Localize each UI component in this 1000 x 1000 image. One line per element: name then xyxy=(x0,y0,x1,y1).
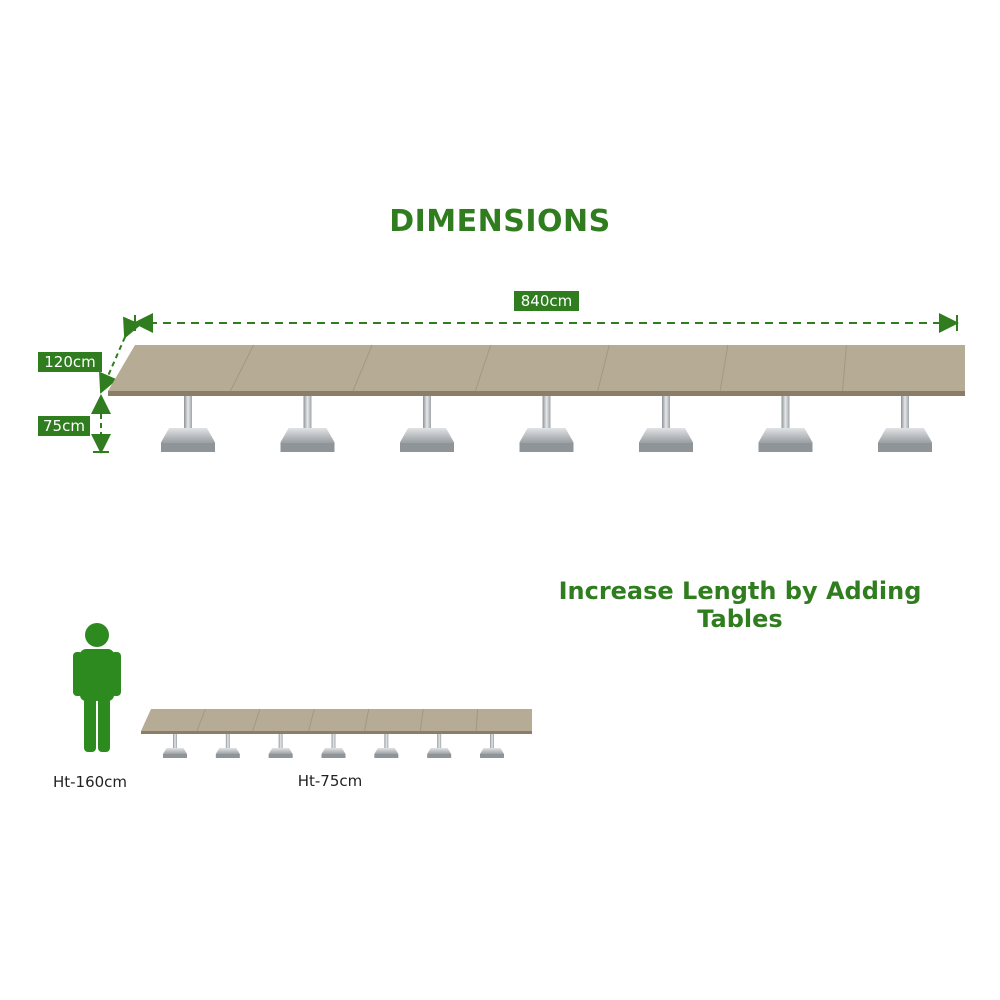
module-seam xyxy=(597,344,610,392)
table-leg xyxy=(161,396,215,452)
table-leg xyxy=(480,734,504,758)
table-leg xyxy=(374,734,399,758)
main-table xyxy=(108,344,965,452)
module-seam xyxy=(475,708,479,732)
table-leg xyxy=(280,396,335,452)
tabletop-edge xyxy=(108,391,965,396)
length-dimension-line xyxy=(133,313,959,333)
height-dimension-line xyxy=(91,394,111,454)
width-dimension-line xyxy=(99,316,142,394)
module-seam xyxy=(474,344,492,392)
tabletop xyxy=(141,709,532,731)
table-leg xyxy=(268,734,293,758)
table-leg xyxy=(519,396,574,452)
module-seam xyxy=(842,344,847,392)
person-height-label: Ht-160cm xyxy=(52,773,128,791)
table-leg xyxy=(639,396,693,452)
tabletop xyxy=(108,345,965,391)
table-leg xyxy=(427,734,452,758)
table-height-label: Ht-75cm xyxy=(297,772,363,790)
module-seam xyxy=(196,708,206,732)
module-seam xyxy=(229,344,255,392)
comparison-table xyxy=(141,708,532,758)
width-label: 120cm xyxy=(38,352,102,372)
table-leg xyxy=(215,734,240,758)
table-leg xyxy=(163,734,187,758)
table-leg xyxy=(400,396,454,452)
table-leg xyxy=(321,734,346,758)
table-leg xyxy=(758,396,813,452)
length-label: 840cm xyxy=(514,291,579,311)
increase-length-caption: Increase Length by Adding Tables xyxy=(558,577,922,633)
module-seam xyxy=(719,344,729,392)
tabletop-edge xyxy=(141,731,532,734)
module-seam xyxy=(352,344,373,392)
module-seam xyxy=(308,708,315,732)
person-icon xyxy=(73,623,121,752)
module-seam xyxy=(419,708,424,732)
module-seam xyxy=(252,708,261,732)
table-leg xyxy=(878,396,932,452)
module-seam xyxy=(363,708,370,732)
height-label: 75cm xyxy=(38,416,90,436)
diagram-title: DIMENSIONS xyxy=(389,204,611,239)
